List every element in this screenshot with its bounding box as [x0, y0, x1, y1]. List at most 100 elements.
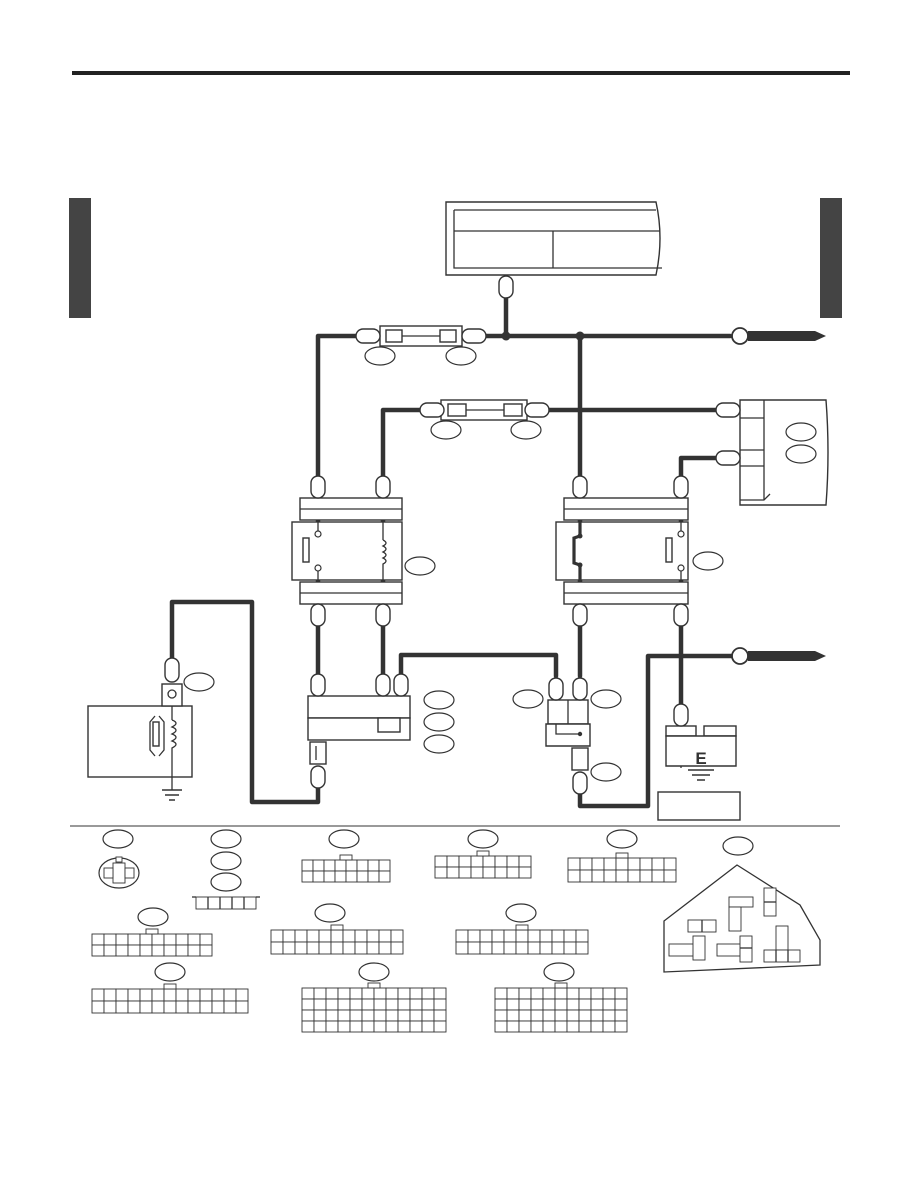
connector-pin [467, 941, 481, 955]
connector-pin [103, 988, 117, 1002]
connector-pin [575, 929, 589, 943]
connector-pin [334, 859, 347, 872]
connector-pin [409, 998, 423, 1011]
connector-pin [312, 870, 325, 883]
connector-pin [211, 988, 225, 1002]
header-rule [72, 71, 850, 75]
connector-pin [575, 941, 589, 955]
connector-callouts [183, 346, 817, 782]
connector-pin [518, 1020, 532, 1033]
connector-pin [385, 1020, 399, 1033]
connector-pin [313, 1020, 327, 1033]
connector-pin [175, 933, 189, 946]
connector-pin [494, 1009, 508, 1022]
connector-pin [639, 869, 653, 883]
connector-pin [530, 1020, 544, 1033]
connector-pin [127, 944, 141, 957]
connector-pin [518, 998, 532, 1011]
callout-oval [423, 690, 455, 710]
inline-connector-lower [440, 399, 528, 421]
connector-pin [554, 987, 568, 1000]
connector-pin [373, 998, 387, 1011]
connector-pin [163, 988, 177, 1002]
connector-latch [367, 982, 381, 989]
left-side-tab [69, 198, 91, 318]
connector-pin [542, 998, 556, 1011]
inline-connector-upper [379, 325, 463, 347]
connector-pin [515, 941, 529, 955]
connector-pin [163, 1000, 177, 1014]
connector-pin [421, 1020, 435, 1033]
connector-pin [342, 941, 356, 955]
connector-pin [187, 944, 201, 957]
connector-pin [542, 1020, 556, 1033]
connector-pin [479, 929, 493, 943]
connector-pin [578, 1009, 592, 1022]
connector-pin [397, 1009, 411, 1022]
connector-pin [91, 933, 105, 946]
connector-pin [103, 944, 117, 957]
connector-pin [515, 929, 529, 943]
connector-pin [373, 1020, 387, 1033]
connector-pin [542, 1009, 556, 1022]
connector-pin [301, 859, 314, 872]
connector-pin [518, 987, 532, 1000]
connector-pin [361, 1009, 375, 1022]
connector-pin [354, 941, 368, 955]
connector-pin [482, 855, 496, 868]
connector-pin [615, 869, 629, 883]
callout-oval [364, 346, 396, 366]
connector-pin [366, 941, 380, 955]
connector-pin [187, 933, 201, 946]
connector-pin [567, 857, 581, 871]
callout-oval [722, 836, 754, 856]
connector-pin [91, 944, 105, 957]
callout-oval [404, 556, 436, 576]
connector-pin [579, 857, 593, 871]
connector-pin [301, 870, 314, 883]
connector-pin [467, 929, 481, 943]
connector-pin [337, 998, 351, 1011]
connector-pin [434, 855, 448, 868]
connector-pin [325, 1020, 339, 1033]
connector-pin [433, 987, 447, 1000]
connector-pin [491, 929, 505, 943]
pin-grid-connector [455, 924, 589, 955]
right-relay [555, 521, 689, 581]
connector-pin [479, 941, 493, 955]
connector-latch [615, 852, 629, 859]
connector-pin [506, 998, 520, 1011]
connector-pin [506, 866, 520, 879]
connector-pin [591, 869, 605, 883]
connector-pin [301, 1009, 315, 1022]
connector-pin [367, 870, 380, 883]
connector-pin [301, 1020, 315, 1033]
connector-pin [551, 929, 565, 943]
connector-pin [325, 998, 339, 1011]
connector-pin [539, 941, 553, 955]
pin-grid-connector [270, 924, 404, 955]
connector-pin [318, 929, 332, 943]
connector-pin [590, 1009, 604, 1022]
connector-pin [282, 929, 296, 943]
callout-oval [137, 907, 169, 927]
junction-dot [501, 331, 511, 341]
connector-pin [139, 933, 153, 946]
connector-pin [373, 1009, 387, 1022]
connector-pin [163, 944, 177, 957]
connector-pin [127, 1000, 141, 1014]
connector-pin [390, 941, 404, 955]
connector-pin [603, 869, 617, 883]
connector-pin [115, 1000, 129, 1014]
connector-pin [385, 1009, 399, 1022]
connector-latch [554, 982, 568, 989]
connector-pin [235, 988, 249, 1002]
connector-pin [530, 998, 544, 1011]
callout-oval [102, 829, 134, 849]
connector-pin [518, 866, 532, 879]
callout-oval [423, 712, 455, 732]
callout-oval [505, 903, 537, 923]
connector-pin [590, 998, 604, 1011]
callout-oval [467, 829, 499, 849]
connector-pin [294, 941, 308, 955]
